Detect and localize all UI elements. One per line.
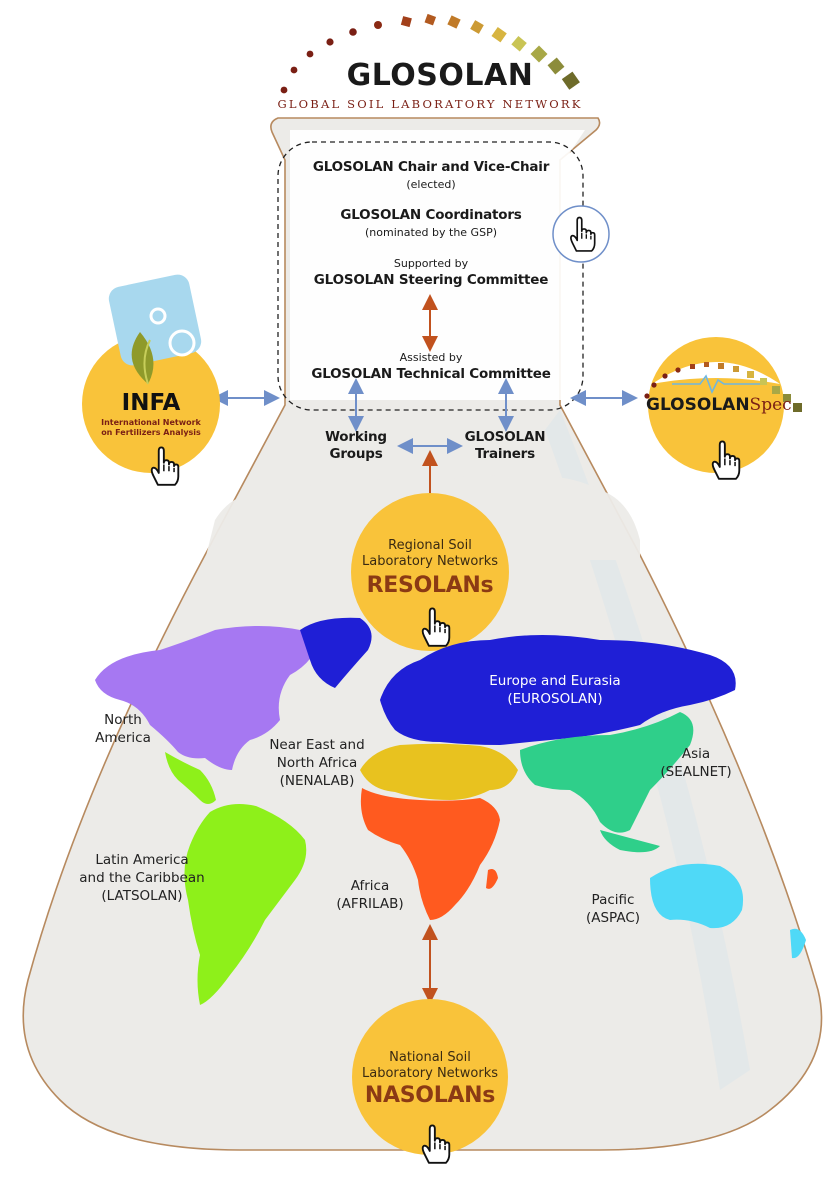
resolan-big: RESOLANs — [366, 573, 494, 598]
region-pacific — [650, 863, 744, 929]
logo-title: GLOSOLAN — [346, 58, 534, 93]
technical-pre: Assisted by — [399, 351, 463, 364]
region-near-east — [360, 743, 518, 800]
infa-title: INFA — [121, 390, 181, 416]
nasolan-line2: Laboratory Networks — [362, 1066, 498, 1081]
label-north-america-2: America — [95, 730, 151, 746]
resolan-line2: Laboratory Networks — [362, 554, 498, 569]
spec-label-part1: GLOSOLAN — [646, 395, 750, 415]
infa-line2: on Fertilizers Analysis — [101, 428, 201, 437]
coordinators-note: (nominated by the GSP) — [364, 226, 497, 239]
label-asia-2: (SEALNET) — [660, 764, 732, 780]
infa-line1: International Network — [101, 418, 201, 427]
label-latin-1: Latin America — [95, 852, 189, 868]
steering-pre: Supported by — [393, 257, 469, 270]
technical-label: GLOSOLAN Technical Committee — [311, 366, 551, 382]
chair-note: (elected) — [406, 178, 456, 191]
logo-subtitle: GLOBAL SOIL LABORATORY NETWORK — [277, 97, 583, 111]
spec-label: GLOSOLANSpec — [646, 395, 792, 415]
governance-box — [277, 141, 584, 411]
label-africa-2: (AFRILAB) — [336, 896, 404, 912]
working-groups-2: Groups — [329, 446, 383, 462]
trainers-1: GLOSOLAN — [464, 429, 546, 445]
label-africa-1: Africa — [350, 878, 390, 894]
infa-circle[interactable] — [82, 335, 220, 473]
region-latin-america — [184, 804, 307, 1005]
chair-label: GLOSOLAN Chair and Vice-Chair — [312, 159, 550, 175]
trainers-2: Trainers — [475, 446, 535, 462]
label-latin-2: and the Caribbean — [79, 870, 205, 886]
region-europe — [380, 635, 736, 745]
label-pacific-1: Pacific — [591, 892, 635, 908]
region-north-america — [95, 626, 322, 770]
label-europe-1: Europe and Eurasia — [489, 673, 621, 689]
label-europe-2: (EUROSOLAN) — [507, 691, 603, 707]
spec-label-part2: Spec — [749, 395, 792, 415]
coordinators-label: GLOSOLAN Coordinators — [340, 207, 522, 223]
nasolan-line1: National Soil — [389, 1050, 471, 1065]
working-groups-1: Working — [325, 429, 387, 445]
label-north-america-1: North — [104, 712, 142, 728]
infa-logo-icon — [108, 274, 202, 385]
label-asia-1: Asia — [681, 746, 711, 762]
label-near-east-3: (NENALAB) — [279, 773, 355, 789]
steering-label: GLOSOLAN Steering Committee — [313, 272, 549, 288]
resolan-line1: Regional Soil — [388, 538, 472, 553]
nasolan-circle[interactable] — [352, 999, 508, 1155]
world-map — [95, 617, 806, 1005]
logo-dot-arc — [280, 13, 580, 94]
label-near-east-2: North Africa — [276, 755, 358, 771]
label-latin-3: (LATSOLAN) — [101, 888, 183, 904]
nasolan-big: NASOLANs — [364, 1083, 496, 1108]
label-near-east-1: Near East and — [269, 737, 365, 753]
region-africa — [360, 788, 500, 920]
resolan-circle[interactable] — [351, 493, 509, 651]
region-asia — [520, 712, 694, 833]
label-pacific-2: (ASPAC) — [585, 910, 641, 926]
